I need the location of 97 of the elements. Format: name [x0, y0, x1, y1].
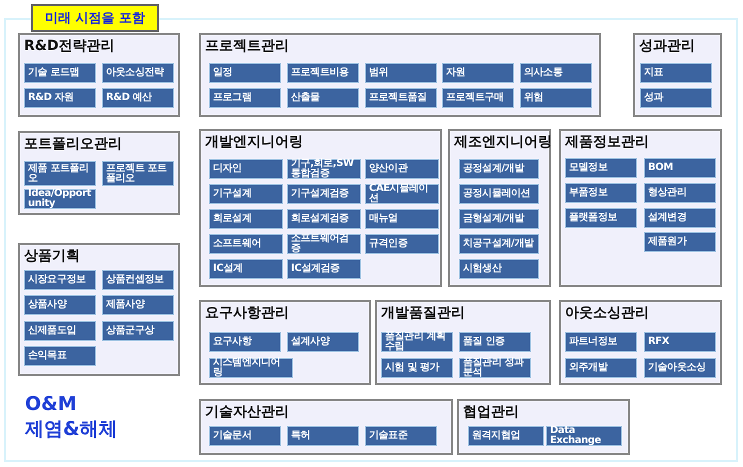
function-tile: 품질관리 계획수립: [381, 332, 453, 352]
function-tile: 아웃소싱전략: [102, 63, 174, 83]
category-panel: [633, 33, 722, 117]
function-tile: 산출물: [287, 88, 359, 108]
function-tile: 기술문서: [209, 426, 281, 446]
function-tile: 일정: [209, 63, 281, 83]
function-tile: 프로젝트품질: [365, 88, 437, 108]
function-tile: 기구설계: [209, 184, 283, 204]
function-tile: 시험생산: [459, 259, 539, 279]
function-tile: 기술아웃소싱: [644, 358, 716, 378]
function-tile: 원격지협업: [468, 426, 544, 446]
function-tile: 규격인증: [365, 234, 439, 254]
function-tile: 공정시뮬레이션: [459, 184, 539, 204]
function-tile: 품질관리 성과분석: [459, 358, 531, 378]
function-tile: 지표: [640, 63, 712, 83]
function-tile: 성과: [640, 88, 712, 108]
phase-label: O&M: [25, 393, 77, 415]
function-tile: BOM: [644, 158, 716, 178]
function-tile: 금형설계/개발: [459, 209, 539, 229]
function-tile: 프로젝트 포트폴리오: [102, 161, 174, 186]
phase-label: 제염&해체: [25, 417, 118, 442]
note-tag: 미래 시점을 포함: [31, 4, 160, 32]
function-tile: 모델정보: [565, 158, 637, 178]
function-tile: 설계사양: [287, 332, 359, 352]
function-tile: 부품정보: [565, 183, 637, 203]
function-tile: 상품컨셉정보: [102, 270, 174, 290]
category-panel: [559, 300, 722, 385]
function-tile: 제품원가: [644, 232, 716, 252]
function-tile: 제품 포트폴리오: [24, 161, 96, 186]
function-tile: 요구사항: [209, 332, 281, 352]
function-tile: 특허: [287, 426, 359, 446]
function-tile: 시스템엔지니어링: [209, 358, 293, 378]
function-tile: 디자인: [209, 159, 283, 179]
function-tile: IC설계검증: [287, 259, 361, 279]
function-tile: Data Exchange: [546, 426, 622, 446]
category-panel: [559, 129, 722, 287]
category-panel: [199, 300, 371, 385]
function-tile: 외주개발: [565, 358, 637, 378]
category-panel: [199, 129, 442, 287]
function-tile: R&D 예산: [102, 88, 174, 108]
function-tile: 상품사양: [24, 295, 96, 315]
function-tile: 프로젝트비용: [287, 63, 359, 83]
function-tile: 프로젝트구매: [442, 88, 514, 108]
function-tile: CAE시뮬레이션: [365, 184, 439, 204]
function-tile: 공정설계/개발: [459, 159, 539, 179]
function-tile: Idea/Opportunity: [24, 189, 96, 209]
function-tile: 플랫폼정보: [565, 208, 637, 228]
function-tile: 소프트웨어: [209, 234, 283, 254]
function-tile: 기구설계검증: [287, 184, 361, 204]
function-tile: 프로그램: [209, 88, 281, 108]
function-tile: 위험: [520, 88, 592, 108]
category-heading: 상품기획: [24, 247, 80, 265]
category-heading: 제조엔지니어링: [454, 133, 552, 151]
category-heading: 제품정보관리: [565, 133, 649, 151]
function-tile: 기구,회로,SW 통합검증: [287, 159, 361, 179]
category-heading: 기술자산관리: [205, 403, 289, 421]
category-panel: [199, 399, 453, 455]
function-tile: 회로설계검증: [287, 209, 361, 229]
function-tile: 시장요구정보: [24, 270, 96, 290]
function-tile: IC설계: [209, 259, 283, 279]
category-heading: 협업관리: [463, 403, 519, 421]
category-panel: [457, 399, 630, 455]
function-tile: 치공구설계/개발: [459, 234, 539, 254]
function-tile: 양산이관: [365, 159, 439, 179]
category-heading: 개발품질관리: [381, 304, 465, 322]
category-panel: [18, 33, 180, 117]
category-heading: 아웃소싱관리: [565, 304, 649, 322]
function-tile: R&D 자원: [24, 88, 96, 108]
function-tile: 회로설계: [209, 209, 283, 229]
function-tile: RFX: [644, 332, 716, 352]
category-heading: 프로젝트관리: [205, 37, 289, 55]
function-tile: 시험 및 평가: [381, 358, 453, 378]
function-tile: 자원: [442, 63, 514, 83]
function-tile: 상품군구상: [102, 321, 174, 341]
function-tile: 제품사양: [102, 295, 174, 315]
function-tile: 신제품도입: [24, 321, 96, 341]
function-tile: 기술표준: [365, 426, 437, 446]
function-tile: 설계변경: [644, 208, 716, 228]
function-tile: 소프트웨어검증: [287, 234, 361, 254]
category-heading: R&D전략관리: [24, 37, 115, 55]
category-heading: 포트폴리오관리: [24, 135, 122, 153]
category-panel: [448, 129, 551, 287]
category-heading: 요구사항관리: [205, 304, 289, 322]
category-panel: [375, 300, 551, 385]
function-tile: 파트너정보: [565, 332, 637, 352]
category-panel: [18, 243, 180, 376]
category-panel: [199, 33, 601, 117]
function-tile: 기술 로드맵: [24, 63, 96, 83]
function-tile: 매뉴얼: [365, 209, 439, 229]
function-tile: 손익목표: [24, 346, 96, 366]
function-tile: 품질 인증: [459, 332, 531, 352]
function-tile: 의사소통: [520, 63, 592, 83]
category-heading: 개발엔지니어링: [205, 133, 303, 151]
function-tile: 형상관리: [644, 183, 716, 203]
category-heading: 성과관리: [639, 37, 695, 55]
function-tile: 범위: [365, 63, 437, 83]
category-panel: [18, 131, 180, 215]
